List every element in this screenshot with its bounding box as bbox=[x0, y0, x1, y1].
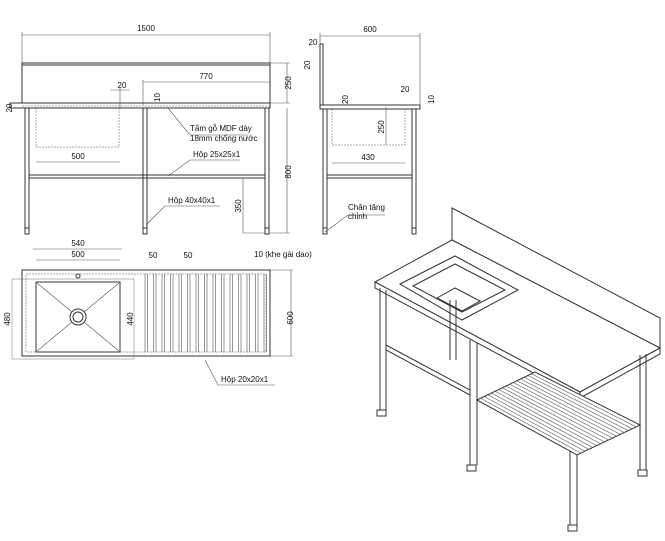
drain-icon bbox=[69, 308, 87, 326]
dim-side-20: 20 bbox=[303, 60, 312, 69]
dim-sink-width: 500 bbox=[71, 152, 85, 161]
dim-width: 1500 bbox=[137, 24, 155, 33]
iso-slat bbox=[505, 385, 609, 441]
iso-slat bbox=[516, 380, 621, 435]
dim-top-depth: 600 bbox=[286, 311, 295, 325]
iso-slat bbox=[520, 378, 625, 433]
label-mdf-line1: Tấm gỗ MDF dày bbox=[190, 124, 252, 133]
iso-slat bbox=[502, 387, 605, 443]
label-leg: Hộp 40x40x1 bbox=[168, 196, 216, 205]
dim-thickness: 10 bbox=[153, 93, 162, 102]
iso-slat bbox=[484, 396, 586, 452]
dim-knife-slot: 10 (khe gài dao) bbox=[254, 250, 312, 259]
iso-slat bbox=[494, 390, 597, 446]
iso-slat bbox=[509, 383, 613, 439]
dim-sink-depth: 250 bbox=[377, 120, 386, 134]
iso-slat bbox=[523, 376, 629, 431]
label-frame: Hộp 25x25x1 bbox=[193, 150, 241, 159]
dim-backsplash: 250 bbox=[284, 76, 293, 90]
dim-sink-width-side: 430 bbox=[361, 153, 375, 162]
dim-sink-20: 20 bbox=[341, 95, 350, 104]
iso-slat bbox=[527, 375, 633, 430]
iso-slat bbox=[513, 382, 617, 437]
dim-shelf-height: 350 bbox=[234, 199, 243, 213]
dim-slat-gap-2: 50 bbox=[184, 251, 193, 260]
dim-slat-gap-1: 50 bbox=[149, 251, 158, 260]
dim-drainboard: 770 bbox=[199, 72, 213, 81]
dim-lip-20: 20 bbox=[401, 85, 410, 94]
iso-slat bbox=[531, 373, 637, 428]
label-slat: Hộp 20x20x1 bbox=[221, 375, 269, 384]
label-foot-line2: chỉnh bbox=[348, 212, 367, 221]
dim-height: 800 bbox=[284, 165, 293, 179]
isometric-view bbox=[373, 207, 662, 532]
dim-inner-sink: 500 bbox=[71, 250, 85, 259]
iso-shelf-slats bbox=[480, 373, 637, 454]
dim-depth: 600 bbox=[363, 25, 377, 34]
front-view: 1500 250 770 20 20 10 500 800 350 Tấm gỗ… bbox=[5, 24, 293, 235]
dim-outer-sink: 540 bbox=[71, 239, 85, 248]
label-foot-line1: Chân tăng bbox=[348, 203, 385, 212]
dim-edge: 20 bbox=[118, 81, 127, 90]
dim-lip: 20 bbox=[5, 103, 14, 112]
label-mdf-line2: 18mm chống nước bbox=[190, 134, 258, 143]
dim-top-20: 20 bbox=[309, 38, 318, 47]
dim-thickness-10: 10 bbox=[427, 95, 436, 104]
side-view: 600 20 20 20 20 10 250 430 Chân tăng chỉ… bbox=[303, 25, 436, 235]
top-view: 540 500 50 50 10 (khe gài dao) 480 440 6… bbox=[3, 239, 312, 386]
iso-slat bbox=[491, 392, 593, 448]
dim-sink-inner-depth: 440 bbox=[126, 312, 135, 326]
iso-slat bbox=[487, 394, 589, 450]
iso-slat bbox=[498, 389, 601, 445]
slats bbox=[144, 274, 267, 352]
iso-slat bbox=[480, 397, 582, 454]
dim-sink-outer-depth: 480 bbox=[3, 312, 12, 326]
